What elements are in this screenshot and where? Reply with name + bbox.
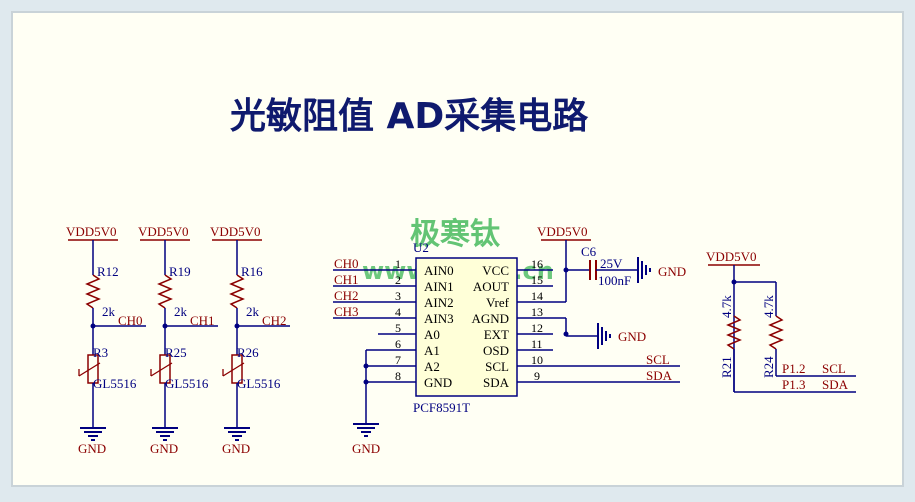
pullup-power-label: VDD5V0: [706, 249, 757, 264]
adc-pin8-name: GND: [424, 375, 452, 390]
adc-pin8-num: 8: [395, 369, 401, 383]
sensor3-net-label: CH2: [262, 313, 287, 328]
watermark-brand: 极寒钛: [410, 217, 501, 252]
adc-pin13-num: 13: [531, 305, 543, 319]
sensor2-resistor-ref: R19: [169, 264, 191, 279]
adc-chip: U2 PCF8591T 1 2 3 4 5 6 7 8 AIN0 AIN1 AI…: [333, 224, 680, 456]
adc-pin6-num: 6: [395, 337, 401, 351]
sensor-circuit-1: VDD5V0 R12 2k CH0 R3 GL5516 GND: [66, 224, 146, 456]
adc-net-ch1: CH1: [334, 272, 359, 287]
sensor2-resistor-value: 2k: [174, 304, 188, 319]
agnd-ground-label: GND: [618, 329, 646, 344]
sensor3-resistor-value: 2k: [246, 304, 260, 319]
sensor-circuit-2: VDD5V0 R19 2k CH1 R25 GL5516 GND: [138, 224, 218, 456]
adc-net-ch0: CH0: [334, 256, 359, 271]
pullup-net-scl: SCL: [822, 361, 846, 376]
sensor1-resistor-ref: R12: [97, 264, 119, 279]
sheet-area: [11, 11, 904, 487]
adc-pin1-num: 1: [395, 257, 401, 271]
adc-pin2-name: AIN1: [424, 279, 454, 294]
adc-pin6-name: A1: [424, 343, 440, 358]
capacitor-voltage: 25V: [600, 256, 623, 271]
adc-pin3-num: 3: [395, 289, 401, 303]
sensor2-ldr-part: GL5516: [165, 376, 209, 391]
adc-power-label: VDD5V0: [537, 224, 588, 239]
adc-net-sda: SDA: [646, 368, 673, 383]
adc-pin4-name: AIN3: [424, 311, 454, 326]
adc-pin14-name: Vref: [486, 295, 510, 310]
adc-ref: U2: [413, 240, 429, 255]
r24-ref: R24: [761, 356, 776, 378]
page-title: 光敏阻值 AD采集电路: [230, 96, 589, 137]
adc-pin9-name: SDA: [483, 375, 510, 390]
adc-right-pins: 16 15 14 13 12 11 10 9 VCC AOUT Vref AGN…: [471, 257, 553, 390]
adc-left-pins: 1 2 3 4 5 6 7 8 AIN0 AIN1 AIN2 AIN3 A0 A…: [378, 257, 454, 390]
sensor1-net-label: CH0: [118, 313, 143, 328]
sensor3-ldr-part: GL5516: [237, 376, 281, 391]
adc-ground-label: GND: [352, 441, 380, 456]
adc-pin4-num: 4: [395, 305, 401, 319]
pullup-port-scl: P1.2: [782, 361, 805, 376]
adc-pin7-num: 7: [395, 353, 401, 367]
resistor-r12: [85, 274, 101, 309]
adc-pin2-num: 2: [395, 273, 401, 287]
sensor1-resistor-value: 2k: [102, 304, 116, 319]
capacitor-ref: C6: [581, 244, 597, 259]
capacitor-ground-label: GND: [658, 264, 686, 279]
adc-net-scl: SCL: [646, 352, 670, 367]
adc-pin13-name: AGND: [471, 311, 509, 326]
adc-pin11-name: OSD: [483, 343, 509, 358]
r24-value: 4.7k: [761, 295, 776, 318]
pullup-port-sda: P1.3: [782, 377, 805, 392]
adc-pin16-name: VCC: [482, 263, 509, 278]
adc-body: [415, 257, 518, 397]
adc-pin14-num: 14: [531, 289, 543, 303]
adc-pin5-num: 5: [395, 321, 401, 335]
r21-value: 4.7k: [719, 295, 734, 318]
resistor-r21: [726, 315, 742, 350]
adc-pin10-num: 10: [531, 353, 543, 367]
sensor2-ground-label: GND: [150, 441, 178, 456]
resistor-r16: [229, 274, 245, 309]
sensor1-ldr-part: GL5516: [93, 376, 137, 391]
adc-pin15-num: 15: [531, 273, 543, 287]
pullup-circuit: VDD5V0 4.7k 4.7k R21 R24 P1.2 SCL P1.3 S…: [706, 249, 856, 393]
sensor3-power-label: VDD5V0: [210, 224, 261, 239]
adc-pin9-num: 9: [534, 369, 540, 383]
sensor2-net-label: CH1: [190, 313, 215, 328]
resistor-r19: [157, 274, 173, 309]
adc-pin7-name: A2: [424, 359, 440, 374]
resistor-r24: [768, 315, 784, 350]
adc-pin11-num: 11: [531, 337, 543, 351]
sensor1-power-label: VDD5V0: [66, 224, 117, 239]
capacitor-c6: C6 25V 100nF GND: [566, 244, 686, 288]
adc-pin3-name: AIN2: [424, 295, 454, 310]
adc-pin5-name: A0: [424, 327, 440, 342]
adc-pin1-name: AIN0: [424, 263, 454, 278]
r21-ref: R21: [719, 356, 734, 378]
sensor-circuit-3: VDD5V0 R16 2k CH2 R26 GL5516 GND: [210, 224, 290, 456]
sensor3-resistor-ref: R16: [241, 264, 263, 279]
sensor2-power-label: VDD5V0: [138, 224, 189, 239]
adc-pin12-num: 12: [531, 321, 543, 335]
adc-pin15-name: AOUT: [473, 279, 509, 294]
pullup-net-sda: SDA: [822, 377, 849, 392]
adc-net-ch2: CH2: [334, 288, 359, 303]
sensor3-ground-label: GND: [222, 441, 250, 456]
capacitor-value: 100nF: [598, 273, 631, 288]
adc-pin16-num: 16: [531, 257, 543, 271]
adc-net-ch3: CH3: [334, 304, 359, 319]
sensor1-ldr-ref: R3: [93, 345, 108, 360]
adc-pin12-name: EXT: [484, 327, 509, 342]
adc-part: PCF8591T: [413, 400, 470, 415]
adc-pin10-name: SCL: [485, 359, 509, 374]
sensor1-ground-label: GND: [78, 441, 106, 456]
sensor3-ldr-ref: R26: [237, 345, 259, 360]
sensor2-ldr-ref: R25: [165, 345, 187, 360]
